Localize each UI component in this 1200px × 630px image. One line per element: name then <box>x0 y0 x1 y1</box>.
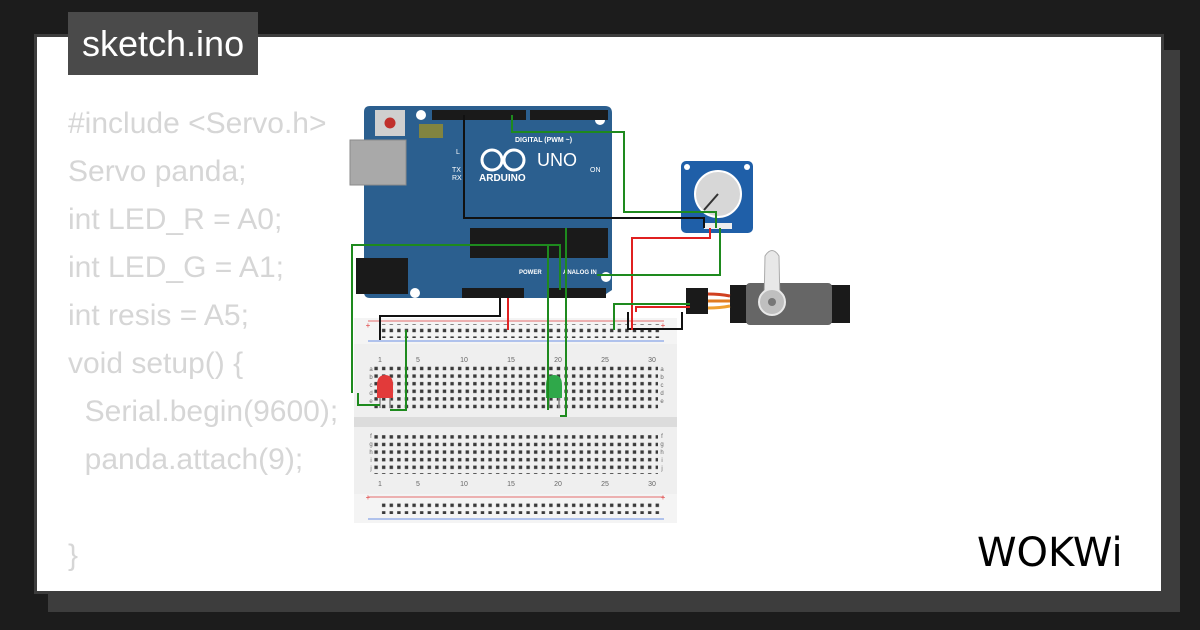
wire-gnd-rail <box>379 298 501 340</box>
arduino-logo-icon <box>480 148 526 172</box>
digital-header-left <box>432 110 526 120</box>
bb-row-label: d <box>660 391 663 397</box>
wire-red-led-gnd <box>390 330 407 411</box>
analog-label: ANALOG IN <box>563 270 597 276</box>
wire-servo-gnd <box>627 312 683 330</box>
code-line <box>68 484 338 532</box>
bb-col-label: 1 <box>378 481 382 488</box>
bb-col-label: 25 <box>601 481 609 488</box>
bb-row-label: i <box>661 458 662 464</box>
wire-a0 <box>351 244 561 393</box>
servo-motor[interactable] <box>686 250 850 326</box>
wokwi-logo: WOKWi <box>977 530 1123 576</box>
bb-row-label: c <box>370 383 373 389</box>
bb-row-label: a <box>369 367 373 373</box>
potentiometer[interactable] <box>681 161 753 233</box>
bb-row-label: j <box>660 466 662 472</box>
bb-row-label: e <box>369 399 373 405</box>
servo-connector <box>686 288 708 314</box>
bb-col-label: 10 <box>460 481 468 488</box>
bb-col-label: 20 <box>554 481 562 488</box>
code-line: int LED_G = A1; <box>68 251 284 284</box>
arduino-brand: ARDUINO <box>479 173 526 184</box>
power-jack <box>356 258 408 294</box>
digital-header-right <box>530 110 608 120</box>
circuit-diagram: 1 5 10 15 20 25 30 1 5 10 15 20 25 30 a … <box>349 106 850 523</box>
bb-row-label: d <box>369 391 372 397</box>
breadboard: 1 5 10 15 20 25 30 1 5 10 15 20 25 30 a … <box>354 318 677 523</box>
bb-row-label: a <box>660 367 664 373</box>
bb-row-label: c <box>661 383 664 389</box>
wire-servo-signal <box>613 303 690 330</box>
plus-icon: + <box>661 493 666 502</box>
wire-servo-vcc <box>635 306 690 312</box>
bb-row-label: g <box>369 442 372 448</box>
bb-row-label: f <box>661 434 663 440</box>
bb-row-label: b <box>660 375 664 381</box>
analog-header <box>548 288 606 298</box>
rx-led-label: RX <box>452 175 462 182</box>
power-label: POWER <box>519 270 542 276</box>
wire-a5 <box>597 228 721 276</box>
atmega-chip <box>470 228 608 258</box>
wires <box>351 115 721 417</box>
bb-row-label: f <box>370 434 372 440</box>
on-led-label: ON <box>590 167 601 174</box>
power-header <box>462 288 524 298</box>
bb-col-label: 15 <box>507 357 515 364</box>
code-line: int LED_R = A0; <box>68 203 283 236</box>
bb-row-label: h <box>369 450 372 456</box>
bb-col-label: 1 <box>378 357 382 364</box>
knob-pointer-icon <box>703 193 719 211</box>
wire-green-led <box>560 228 567 417</box>
tx-led-label: TX <box>452 167 461 174</box>
file-tab[interactable]: sketch.ino <box>68 12 259 75</box>
digital-label: DIGITAL (PWM ~) <box>515 137 572 144</box>
code-line: } <box>68 539 79 572</box>
code-line: void setup() { <box>68 347 244 380</box>
code-line: panda.attach(9); <box>68 443 304 476</box>
wokwi-logo-text: WOKWi <box>977 530 1123 576</box>
bb-row-label: e <box>660 399 664 405</box>
plus-icon: + <box>661 321 666 330</box>
usb-port <box>349 139 407 186</box>
bb-col-label: 30 <box>648 357 656 364</box>
bb-row-label: j <box>369 466 371 472</box>
wire-gnd <box>463 115 705 228</box>
code-line: #include <Servo.h> <box>68 107 327 140</box>
bb-col-label: 30 <box>648 481 656 488</box>
code-line: Servo panda; <box>68 155 247 188</box>
led-red[interactable] <box>377 375 393 408</box>
bb-col-label: 15 <box>507 481 515 488</box>
reset-button[interactable] <box>384 117 396 129</box>
arduino-uno[interactable]: DIGITAL (PWM ~) ARDUINO UNO ON TX RX L P… <box>349 106 612 298</box>
bb-row-label: b <box>369 375 373 381</box>
bb-col-label: 20 <box>554 357 562 364</box>
bb-row-label: i <box>370 458 371 464</box>
bb-row-label: g <box>660 442 663 448</box>
code-line: int resis = A5; <box>68 299 249 332</box>
bb-col-label: 5 <box>416 481 420 488</box>
code-line: Serial.begin(9600); <box>68 395 339 428</box>
wire-pot-vcc <box>631 228 711 330</box>
bb-col-label: 25 <box>601 357 609 364</box>
plus-icon: + <box>366 493 371 502</box>
bb-row-label: h <box>660 450 663 456</box>
plus-icon: + <box>366 321 371 330</box>
arduino-model: UNO <box>537 150 577 170</box>
wire-pot-signal <box>511 115 717 228</box>
l-led-label: L <box>456 149 460 156</box>
code-editor: #include <Servo.h> Servo panda; int LED_… <box>68 100 338 580</box>
bb-col-label: 10 <box>460 357 468 364</box>
wire-red-led <box>357 393 380 406</box>
bb-col-label: 5 <box>416 357 420 364</box>
